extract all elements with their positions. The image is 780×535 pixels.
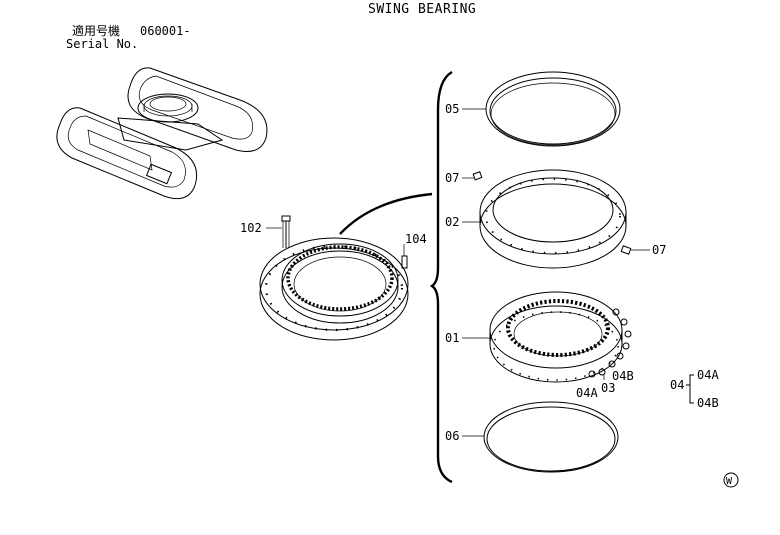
pin-104 (401, 244, 408, 269)
assembled-swing-bearing (259, 237, 409, 341)
callout-01: 01 (445, 331, 459, 345)
callout-05: 05 (445, 102, 459, 116)
part-06-seal (483, 401, 619, 473)
callout-102: 102 (240, 221, 262, 235)
callout-07-right: 07 (652, 243, 666, 257)
callout-02: 02 (445, 215, 459, 229)
part-02-outer-ring (479, 169, 627, 269)
part-01-inner-race (489, 291, 623, 383)
grease-nipple-07-top (472, 171, 483, 181)
watermark-w-mark: W (723, 472, 739, 488)
exploded-view-leader (339, 192, 433, 235)
callout-06: 06 (445, 429, 459, 443)
part-04-breakdown-legend: 04 04A 04B (670, 368, 719, 410)
legend-child-04b: 04B (697, 396, 719, 410)
undercarriage-illustration (56, 67, 268, 200)
callout-04b: 04B (612, 369, 634, 383)
serial-number-value: 060001- (140, 24, 191, 38)
diagram-title: SWING BEARING (368, 2, 476, 17)
parts-03-04-balls-spacers (588, 308, 632, 378)
bolt-102 (266, 215, 291, 248)
exploded-group-bracket (429, 70, 453, 484)
svg-text:W: W (726, 476, 733, 487)
callout-07-top: 07 (445, 171, 459, 185)
callout-03: 03 (601, 381, 615, 395)
applicable-serial-label-jp: 適用号機 (72, 23, 120, 38)
serial-number-label: Serial No. (66, 37, 138, 51)
grease-nipple-07-right (620, 245, 632, 255)
legend-parent-04: 04 (670, 378, 684, 392)
legend-child-04a: 04A (697, 368, 719, 382)
callout-04a: 04A (576, 386, 598, 400)
callout-104: 104 (405, 232, 427, 246)
part-05-seal (485, 71, 621, 147)
